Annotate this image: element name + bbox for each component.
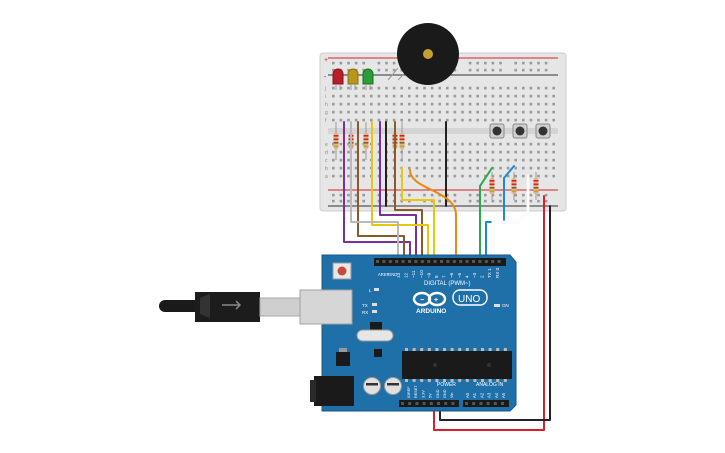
crystal [356,329,394,342]
digital-pin-label: 7 [442,275,447,278]
tx-label: TX [362,303,368,308]
pushbutton-2[interactable] [512,123,528,139]
wire-brown[interactable] [357,121,405,263]
model-label: UNO [458,294,480,305]
pushbutton-icon [515,126,525,136]
wire-yellow[interactable] [371,121,429,263]
digital-pin-label: ~6 [449,272,454,278]
led-yellow[interactable] [347,68,359,90]
power-pin-label: GND [436,389,440,398]
analog-pin-label: A1 [472,392,477,398]
power-pin-label: Vin [450,393,454,398]
row-label: d [325,150,328,156]
pushbutton-3[interactable] [535,123,551,139]
digital-pin-label: ~5 [457,272,462,278]
digital-pin-label: ~10 [419,270,424,278]
row-label: f [325,118,327,124]
digital-pin-label: 13 [396,272,401,278]
led-red[interactable] [332,68,344,90]
analog-pin-label: A0 [465,392,470,398]
gnd-label: GND [388,272,397,277]
led-icon [347,68,359,85]
piezo-buzzer[interactable] [387,23,459,85]
wire-orange[interactable] [409,169,457,263]
infinity-logo-icon [412,291,447,307]
row-label: b [325,166,328,172]
row-label: e [325,142,328,148]
atmega-chip [402,351,512,379]
uno-badge [452,289,488,306]
pushbutton-1[interactable] [489,123,505,139]
row-label: a [325,174,328,180]
digital-pin-label: ~11 [411,270,416,278]
power-pin-label: 5V [429,393,433,398]
pushbutton-icon [538,126,548,136]
wire-brown-2[interactable] [394,121,423,263]
analog-header-label: ANALOG IN [476,382,504,388]
digital-pin-label: 4 [464,275,469,278]
power-pin-label: IOREF [407,386,411,398]
analog-pin-label: A5 [501,392,506,398]
led-green[interactable] [362,68,374,90]
digital-pin-label: TX 1 [487,268,492,278]
resistor-icon[interactable] [489,172,495,200]
on-label: ON [502,303,509,308]
analog-header[interactable] [463,400,509,407]
wire-purple-2[interactable] [379,121,417,263]
svg-text:+: + [434,297,438,304]
usb-cable-icon [195,292,260,322]
aref-label: AREF [378,272,390,277]
row-label: i [325,94,326,100]
wire-grey[interactable] [350,121,399,263]
digital-pin-label: ~9 [426,272,431,278]
wire-yellow-2[interactable] [401,167,435,263]
power-header[interactable] [399,400,459,407]
power-pin-label: 3.3V [421,390,425,398]
row-label: j [324,86,326,92]
resistor-icon[interactable] [363,122,369,160]
usb-port[interactable] [299,289,353,325]
rail-plus-label: + [324,57,328,64]
digital-pin-label: 2 [480,275,485,278]
row-label: h [325,102,328,108]
l-led-label: L [369,288,372,293]
rail-minus-label: - [324,74,327,81]
power-header-label: POWER [437,382,456,388]
power-jack[interactable] [314,376,354,406]
power-pin-label: GND [443,389,447,398]
digital-pin-label: 8 [434,275,439,278]
resistor-icon[interactable] [399,122,405,160]
analog-pin-label: A2 [479,392,484,398]
capacitor [384,377,402,395]
capacitor [363,377,381,395]
wire-white[interactable] [492,175,529,263]
rx-label: RX [362,310,368,315]
row-label: c [325,158,328,164]
analog-pin-label: A3 [487,392,492,398]
pushbutton-icon [492,126,502,136]
digital-pin-label: RX 0 [495,267,500,278]
wire-red-5v[interactable] [433,195,545,431]
digital-pin-label: ~3 [472,272,477,278]
resistor-icon[interactable] [333,122,339,160]
resistor-icon[interactable] [533,172,539,200]
brand-label: ARDUINO [416,308,446,315]
resistor-icon[interactable] [511,172,517,200]
led-icon [362,68,374,85]
resistor-group-buttons[interactable] [489,172,539,200]
power-pin-label: RESET [414,385,418,398]
wire-purple[interactable] [343,121,411,263]
row-label: g [325,110,328,116]
wire-green[interactable] [479,167,493,263]
led-icon [332,68,344,85]
analog-pin-label: A4 [494,392,499,398]
digital-header-label: DIGITAL (PWM~) [424,281,471,287]
digital-pin-label: 12 [404,272,409,278]
svg-text:−: − [420,297,424,304]
